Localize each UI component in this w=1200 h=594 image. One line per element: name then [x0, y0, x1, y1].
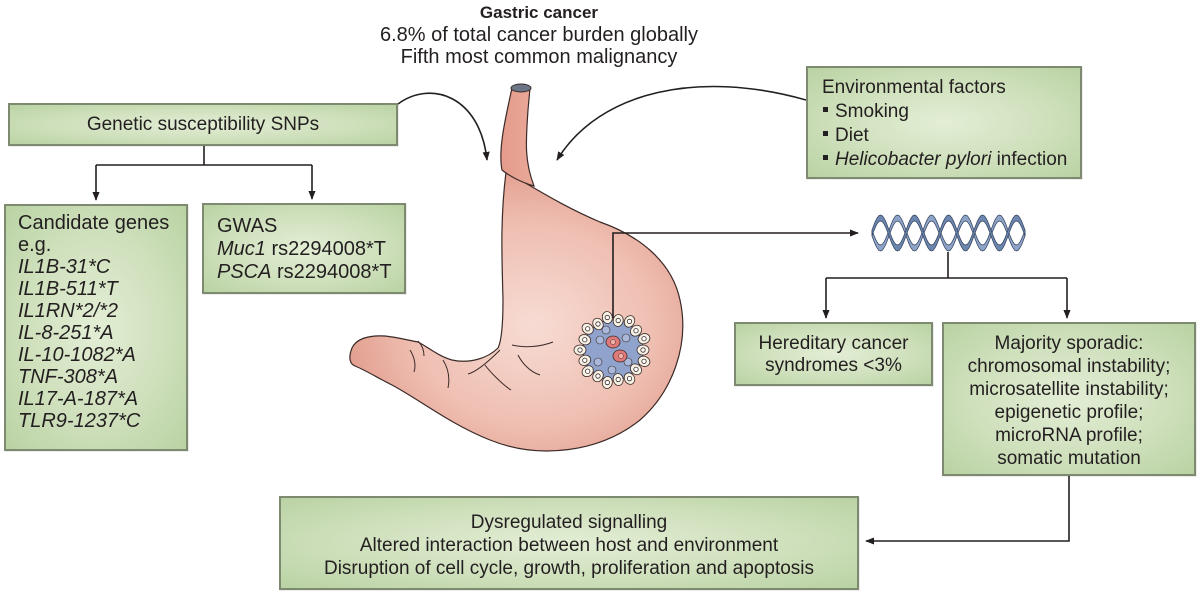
gene-item: IL1B-31*C	[18, 256, 111, 278]
gwas-item: Muc1 rs2294008*T	[217, 238, 404, 261]
environmental-item: Smoking	[822, 100, 1080, 124]
environmental-item-text: Smoking	[835, 101, 909, 122]
sporadic-line: epigenetic profile;	[994, 402, 1144, 423]
arrow-snps-to-stomach	[397, 92, 490, 161]
tumor-cell-nucleus	[585, 326, 591, 332]
arrow-sporadic-to-signalling	[865, 476, 1070, 545]
tumor-cell-cluster	[568, 308, 656, 396]
title-heading: Gastric cancer	[479, 3, 599, 22]
tumor-cell-nucleus	[577, 347, 583, 353]
environmental-item: Diet	[822, 124, 1080, 148]
bullet-icon	[823, 107, 828, 113]
diagram-title: Gastric cancer 6.8% of total cancer burd…	[0, 2, 1078, 68]
sporadic-line: microsatellite instability;	[969, 379, 1169, 400]
dysregulated-signalling-box: Dysregulated signalling Altered interact…	[279, 496, 859, 590]
arrow-env-to-stomach	[556, 85, 807, 161]
hereditary-syndromes-box: Hereditary cancer syndromes <3%	[734, 322, 933, 386]
gwas-box: GWAS Muc1 rs2294008*T PSCA rs2294008*T	[202, 203, 406, 294]
bullet-icon	[823, 155, 828, 161]
hereditary-line: Hereditary cancer	[758, 333, 909, 354]
tumor-cell-nucleus	[641, 358, 647, 364]
tumor-cell-nucleus	[582, 337, 588, 343]
environmental-item: Helicobacter pylori infection	[822, 148, 1080, 172]
tumor-cell-nucleus	[626, 375, 633, 382]
tumor-cell-nucleus	[615, 317, 621, 324]
tumor-cell-nucleus	[604, 379, 610, 386]
sporadic-line: chromosomal instability;	[967, 356, 1171, 377]
tumor-cell-nucleus	[641, 336, 647, 342]
gwas-item: PSCA rs2294008*T	[217, 261, 404, 284]
gene-item: IL1RN*2/*2	[18, 300, 119, 322]
sporadic-line: microRNA profile;	[995, 425, 1143, 446]
genetic-snps-box: Genetic susceptibility SNPs	[8, 103, 398, 146]
candidate-genes-eg: e.g.	[18, 234, 52, 256]
bullet-icon	[823, 131, 828, 137]
environmental-item-italic: Helicobacter pylori	[835, 149, 992, 170]
sporadic-line: Majority sporadic:	[994, 333, 1144, 354]
esophagus-opening	[510, 83, 532, 93]
tumor-cell-nucleus	[595, 321, 601, 327]
tumor-cell-nucleus	[585, 368, 591, 374]
tumor-cell-nucleus	[626, 318, 633, 324]
gwas-heading: GWAS	[217, 215, 278, 237]
gene-item: TLR9-1237*C	[18, 410, 141, 432]
environmental-item-text: infection	[991, 149, 1068, 170]
connector-dna-split	[826, 252, 1067, 279]
tumor-cell-nucleus	[595, 373, 601, 379]
candidate-genes-heading: Candidate genes	[18, 212, 170, 234]
gene-item: IL1B-511*T	[18, 278, 118, 300]
gene-item: IL-8-251*A	[18, 322, 114, 344]
candidate-genes-box: Candidate genes e.g. IL1B-31*C IL1B-511*…	[4, 204, 188, 451]
environmental-factors-box: Environmental factors Smoking Diet Helic…	[806, 66, 1082, 179]
environmental-heading: Environmental factors	[822, 77, 1006, 98]
tumor-cell-nucleus	[604, 314, 610, 321]
environmental-item-text: Diet	[835, 125, 869, 146]
genetic-snps-label: Genetic susceptibility SNPs	[86, 114, 320, 135]
gene-item: TNF-308*A	[18, 366, 119, 388]
tumor-cell-nucleus	[633, 366, 639, 372]
gene-item: IL-10-1082*A	[18, 344, 136, 366]
tumor-cell-nucleus	[582, 357, 588, 363]
tumor-cell-nucleus	[633, 328, 639, 334]
gwas-variant: rs2294008*T	[265, 238, 386, 260]
connector-snps-split	[96, 146, 312, 166]
sporadic-box: Majority sporadic: chromosomal instabili…	[942, 322, 1196, 476]
signalling-line: Dysregulated signalling	[470, 512, 668, 533]
gwas-gene: Muc1	[217, 238, 266, 260]
tumor-cell-nucleus	[640, 347, 646, 353]
arrow-tumor-to-dna	[612, 229, 859, 318]
hereditary-line: syndromes <3%	[765, 355, 902, 376]
dna-strand	[871, 214, 1026, 252]
esophagus	[500, 87, 535, 187]
sporadic-line: somatic mutation	[997, 448, 1141, 469]
title-burden: 6.8% of total cancer burden globally	[380, 24, 698, 46]
gwas-gene: PSCA	[217, 261, 272, 283]
tumor-cell-nucleus	[615, 376, 621, 383]
gene-item: IL17-A-187*A	[18, 388, 139, 410]
dna-double-helix	[871, 214, 1026, 252]
gwas-variant: rs2294008*T	[271, 261, 392, 283]
signalling-line: Altered interaction between host and env…	[359, 535, 779, 556]
signalling-line: Disruption of cell cycle, growth, prolif…	[323, 558, 815, 579]
title-rank: Fifth most common malignancy	[400, 46, 678, 68]
